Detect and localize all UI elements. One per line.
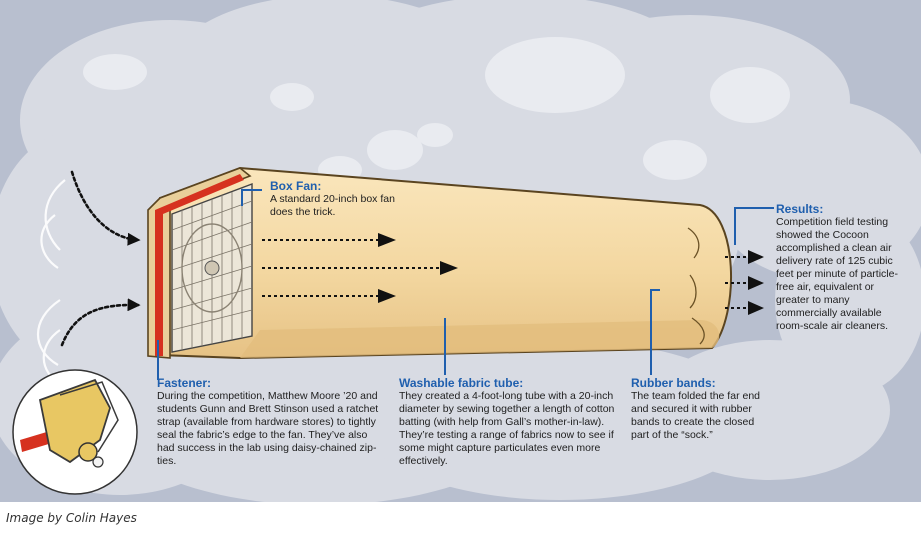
callout-text: A standard 20-inch box fan does the tric…	[270, 193, 395, 218]
callout-text: The team folded the far end and secured …	[631, 390, 760, 441]
cloud-highlights	[83, 37, 790, 184]
exhaust-arrow-icon	[725, 256, 748, 309]
ratchet-strap-icon	[12, 369, 138, 495]
diagram-illustration	[0, 0, 921, 502]
callout-text: Competition field testing showed the Coc…	[776, 216, 898, 332]
image-credit: Image by Colin Hayes	[6, 511, 137, 525]
callout-rubber-bands: Rubber bands: The team folded the far en…	[631, 376, 769, 442]
callout-title: Washable fabric tube:	[399, 376, 524, 390]
callout-text: They created a 4-foot-long tube with a 2…	[399, 390, 615, 467]
intake-arrow-icon	[60, 170, 141, 347]
rubber-band-folds	[687, 227, 705, 345]
callout-title: Results:	[776, 202, 824, 216]
flow-arrow-icon	[262, 239, 440, 297]
leader-lines	[157, 189, 774, 380]
cocoon-diagram: Box Fan: A standard 20-inch box fan does…	[0, 0, 921, 502]
callout-washable-tube: Washable fabric tube: They created a 4-f…	[399, 376, 617, 468]
fan-grille	[171, 182, 253, 353]
callout-title: Rubber bands:	[631, 376, 716, 390]
callout-title: Fastener:	[157, 376, 212, 390]
callout-text: During the competition, Matthew Moore ’2…	[157, 390, 379, 467]
flow-arrowheads	[378, 233, 458, 303]
callout-box-fan: Box Fan: A standard 20-inch box fan does…	[270, 179, 400, 219]
exhaust-arrowheads	[748, 250, 764, 315]
callout-results: Results: Competition field testing showe…	[776, 202, 898, 333]
callout-title: Box Fan:	[270, 179, 322, 193]
callout-fastener: Fastener: During the competition, Matthe…	[157, 376, 387, 468]
tube-shading	[240, 320, 720, 358]
